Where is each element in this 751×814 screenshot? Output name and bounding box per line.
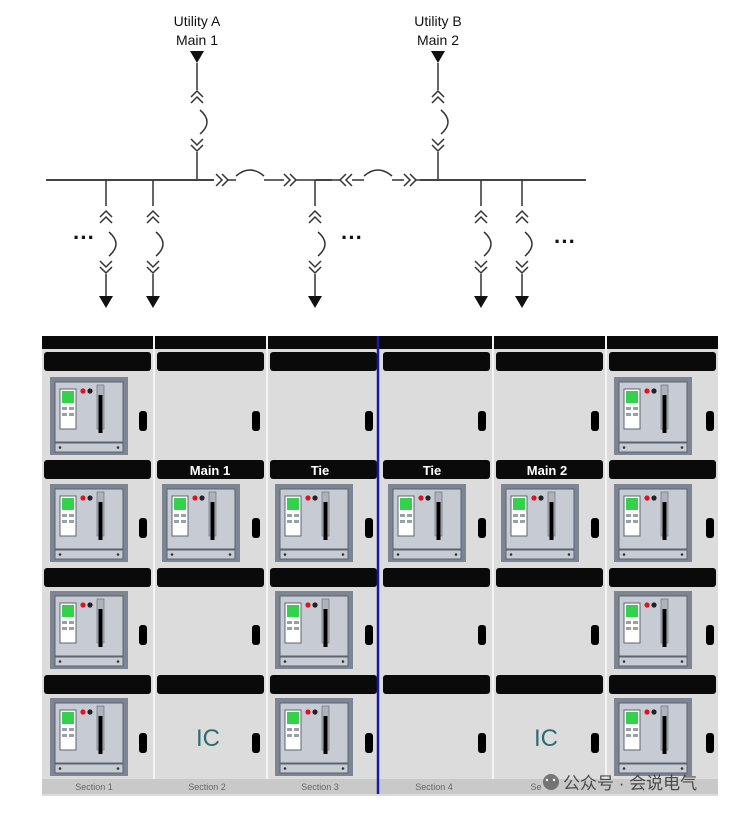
breaker-r4-c6 (613, 697, 693, 777)
single-line-diagram: Utility A Main 1 Utility B Main 2 (46, 13, 586, 308)
tie-breaker-2-symbol (332, 169, 420, 188)
main-2-breaker-symbol (431, 63, 449, 180)
row-4-header-bars (44, 675, 716, 694)
breaker-r2-c1 (49, 483, 129, 563)
ic-label-section-5: IC (534, 725, 558, 752)
column-separators (153, 336, 607, 794)
feeder-5-symbol (515, 180, 533, 308)
breaker-r2-c4 (387, 483, 467, 563)
utility-a-sublabel: Main 1 (176, 32, 218, 48)
main-1-breaker-symbol (190, 63, 208, 180)
feeder-2-symbol (146, 180, 164, 308)
lineup-top-strip (42, 336, 718, 349)
feeder-1-symbol (99, 180, 117, 308)
breaker-r2-c6 (613, 483, 693, 563)
utility-b-sublabel: Main 2 (417, 32, 459, 48)
ic-label-section-2: IC (196, 725, 220, 752)
breaker-r1-c1 (49, 376, 129, 456)
utility-b-source-icon (431, 51, 445, 63)
section-label-3: Section 3 (301, 782, 339, 792)
switchgear-lineup: Main 1 Tie Tie Main 2 IC IC (42, 336, 718, 796)
section-label-5: Se (530, 782, 541, 792)
row-1-header-bars (44, 352, 716, 371)
utility-a-source-icon (190, 51, 204, 63)
section-label-1: Section 1 (75, 782, 113, 792)
wechat-icon (543, 774, 559, 790)
label-main-1: Main 1 (190, 463, 230, 478)
breaker-r3-c1 (49, 590, 129, 670)
watermark: 公众号 · 会说电气 (543, 774, 697, 793)
section-label-2: Section 2 (188, 782, 226, 792)
tie-breaker-1-symbol (214, 169, 316, 188)
breaker-r2-c5 (500, 483, 580, 563)
section-label-4: Section 4 (415, 782, 453, 792)
ellipsis-right: ··· (554, 229, 576, 254)
feeder-4-symbol (474, 180, 492, 308)
row-2-header-bars (44, 460, 716, 479)
breaker-r3-c6 (613, 590, 693, 670)
breaker-r4-c3 (274, 697, 354, 777)
label-tie-2: Tie (423, 463, 442, 478)
breaker-r3-c3 (274, 590, 354, 670)
utility-b-label: Utility B (414, 13, 461, 29)
watermark-text: 公众号 · 会说电气 (563, 774, 697, 793)
row-3-header-bars (44, 568, 716, 587)
breaker-r2-c2 (161, 483, 241, 563)
breaker-r4-c1 (49, 697, 129, 777)
label-main-2: Main 2 (527, 463, 567, 478)
utility-a-label: Utility A (174, 13, 221, 29)
ellipsis-center: ··· (341, 225, 363, 250)
ellipsis-left: ··· (73, 225, 95, 250)
breaker-r2-c3 (274, 483, 354, 563)
label-tie-1: Tie (311, 463, 330, 478)
breaker-r1-c6 (613, 376, 693, 456)
feeder-3-symbol (308, 180, 326, 308)
